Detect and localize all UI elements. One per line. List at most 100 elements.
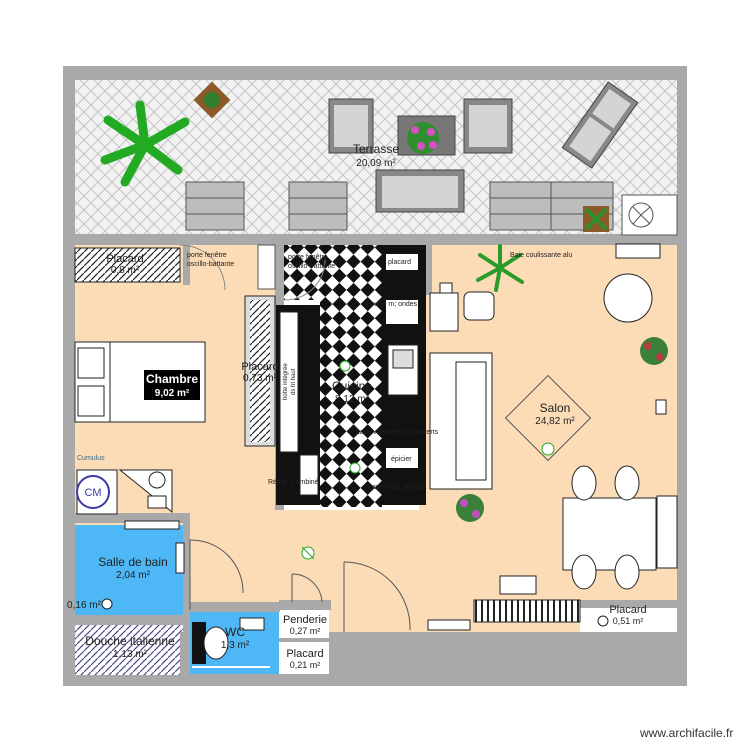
fridge — [299, 454, 319, 496]
placard3-area: 0,21 m² — [290, 660, 321, 670]
oven-box — [386, 300, 418, 324]
placard3-top — [279, 642, 329, 674]
refrig-label: Réfrig. Combiné — [268, 479, 319, 486]
rug — [504, 374, 592, 462]
placard1-area: 0,8 m² — [111, 265, 140, 276]
pillow-1 — [77, 347, 105, 379]
chair-1 — [571, 465, 597, 501]
placard4-name: Placard — [609, 604, 646, 616]
douche-name: Douche italienne — [85, 634, 175, 648]
wc-top-wall — [190, 602, 280, 612]
round-chair — [603, 273, 653, 323]
hotte-label-2: ds ht haut — [291, 368, 297, 395]
box-lines — [186, 182, 613, 230]
salon-plant-icon-3 — [456, 494, 484, 522]
lave-linge-label: Lave linge séchant — [368, 484, 426, 491]
valve-icon — [101, 598, 113, 610]
penderie-top — [279, 610, 329, 638]
bath-right-wall — [183, 513, 190, 678]
salon-plant-icon-2 — [640, 337, 668, 365]
terrasse-area: 20,09 m² — [356, 158, 396, 169]
placard-1 — [74, 247, 181, 283]
lave-vaisselle-label: Lave vaisselle 12 couverts — [356, 429, 439, 436]
lamp — [148, 471, 166, 489]
oscillo-1: oscillo-battante — [187, 261, 234, 268]
plant-pot-icon — [193, 81, 231, 119]
kitchen-wall — [425, 245, 432, 295]
wc-door — [291, 573, 323, 603]
wall-heater — [615, 243, 661, 259]
porte-fenetre-1: porte fenêtre — [187, 252, 227, 259]
door-swing-2 — [284, 259, 326, 301]
desk-chair-top — [439, 282, 453, 294]
desk-chair — [463, 291, 495, 321]
placard4-knob — [597, 615, 609, 627]
entry-door — [343, 561, 411, 632]
flower-pot-1 — [407, 122, 439, 154]
chair-4 — [614, 554, 640, 590]
armchair-2-seat — [469, 105, 507, 147]
sofa-seat — [455, 361, 487, 481]
wc-sink — [239, 617, 265, 631]
wc-area: 1,3 m² — [221, 640, 250, 651]
towel-rail — [124, 520, 180, 530]
kitchen-checker-top — [284, 245, 364, 300]
door-swing-1 — [179, 244, 226, 291]
salon-plant-icon — [476, 244, 524, 292]
stool — [147, 495, 167, 509]
placard3-name: Placard — [286, 648, 323, 660]
penderie-area: 0,27 m² — [290, 626, 321, 636]
small-area: 0,16 m² — [67, 600, 102, 611]
ac-unit — [621, 194, 678, 236]
piano — [473, 599, 581, 623]
placard1-name: Placard — [106, 253, 143, 265]
placard-2-hatch — [250, 300, 270, 442]
bottom-wall-right — [470, 632, 677, 680]
salon-light-icon — [541, 442, 555, 456]
epicier-label: épicier — [391, 456, 412, 463]
wc-tank — [192, 622, 206, 664]
placard4-area: 0,51 m² — [613, 616, 644, 626]
shower-floor — [75, 625, 183, 675]
bathroom-floor — [75, 525, 183, 615]
cumulus-label: Cumulus — [77, 455, 105, 462]
placard2-area: 0,73 m² — [243, 373, 278, 384]
porte-fenetre-2: porte fenêtre — [288, 254, 328, 261]
oscillo-2: oscillo-battante — [288, 263, 335, 270]
penderie-wall — [279, 600, 331, 610]
epicier-box — [386, 448, 418, 468]
terrace-wall — [63, 234, 687, 245]
salon-area: 24,82 m² — [535, 416, 575, 427]
terrace-sofa-seat — [382, 176, 458, 208]
penderie-name: Penderie — [283, 614, 327, 626]
baie-label: Baie coulissante alu — [510, 252, 572, 259]
penderie-divider — [279, 638, 331, 642]
sunbed — [561, 81, 639, 169]
placard4-wall — [580, 600, 677, 608]
radiator — [257, 244, 276, 290]
sink-basin — [392, 349, 414, 369]
chambre-label-bg — [144, 370, 200, 400]
heater — [427, 619, 471, 631]
sdb-name: Salle de bain — [98, 555, 167, 569]
hotte-block — [279, 311, 299, 453]
placard-box — [386, 254, 418, 270]
chair-2 — [614, 465, 640, 501]
hotte-label: hotte intégrée — [283, 363, 289, 400]
salon-name: Salon — [540, 401, 571, 415]
desk — [429, 292, 459, 332]
chambre-area: 9,02 m² — [155, 388, 190, 399]
four-label: Four + m; ondes — [366, 301, 418, 308]
watermark: www.archifacile.fr — [640, 726, 734, 740]
ceiling-light-icon-2 — [349, 462, 361, 474]
placard-small-label: placard — [388, 259, 411, 266]
ceiling-light-icon — [339, 360, 351, 372]
armchair-1-seat — [334, 105, 368, 147]
hall-light-cross — [301, 546, 315, 560]
low-table — [499, 575, 537, 595]
wc-name: WC — [225, 625, 245, 639]
chambre-name: Chambre — [146, 372, 198, 386]
cm-label: CM — [84, 487, 101, 499]
sideboard — [656, 495, 678, 569]
